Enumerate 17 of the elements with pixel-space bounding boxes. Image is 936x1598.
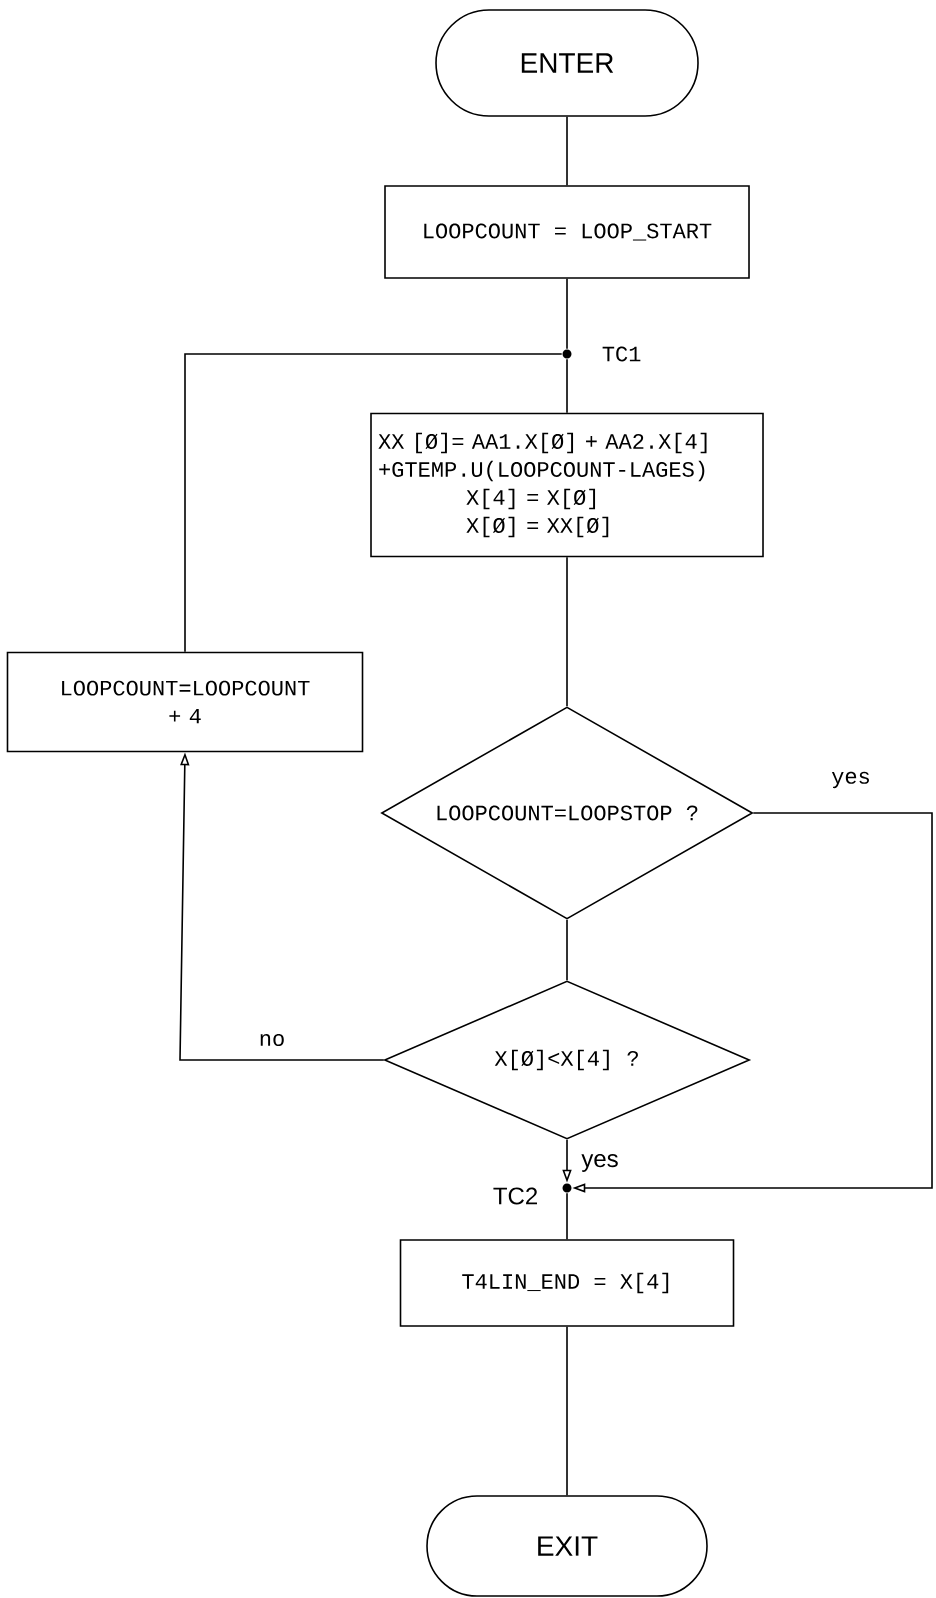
connector-line [566, 1192, 568, 1240]
edge-label: yes [580, 1153, 620, 1173]
connector-line [566, 116, 568, 186]
connector-line [566, 919, 568, 981]
connector-line [566, 278, 568, 350]
process-box: XX [Ø]= AA1.X[Ø] + AA2.X[4] +GTEMP.U(LOOPCOUNT-LAGES) X[4] = X[Ø] X[Ø] = XX[Ø] [370, 412, 764, 558]
edge-label: yes [830, 770, 872, 790]
process-box: T4LIN_END = X[4] [399, 1239, 735, 1327]
process-box: LOOPCOUNT=LOOPCOUNT + 4 [6, 651, 364, 753]
connector-line [566, 358, 568, 414]
connector-line [184, 353, 563, 653]
junction-label: TC2 [493, 1187, 537, 1205]
connector-line [566, 1326, 568, 1496]
connector-line [566, 556, 568, 707]
process-box: LOOPCOUNT = LOOP_START [384, 185, 750, 279]
junction-label: TC1 [602, 346, 641, 362]
edge-label: no [257, 1033, 287, 1048]
